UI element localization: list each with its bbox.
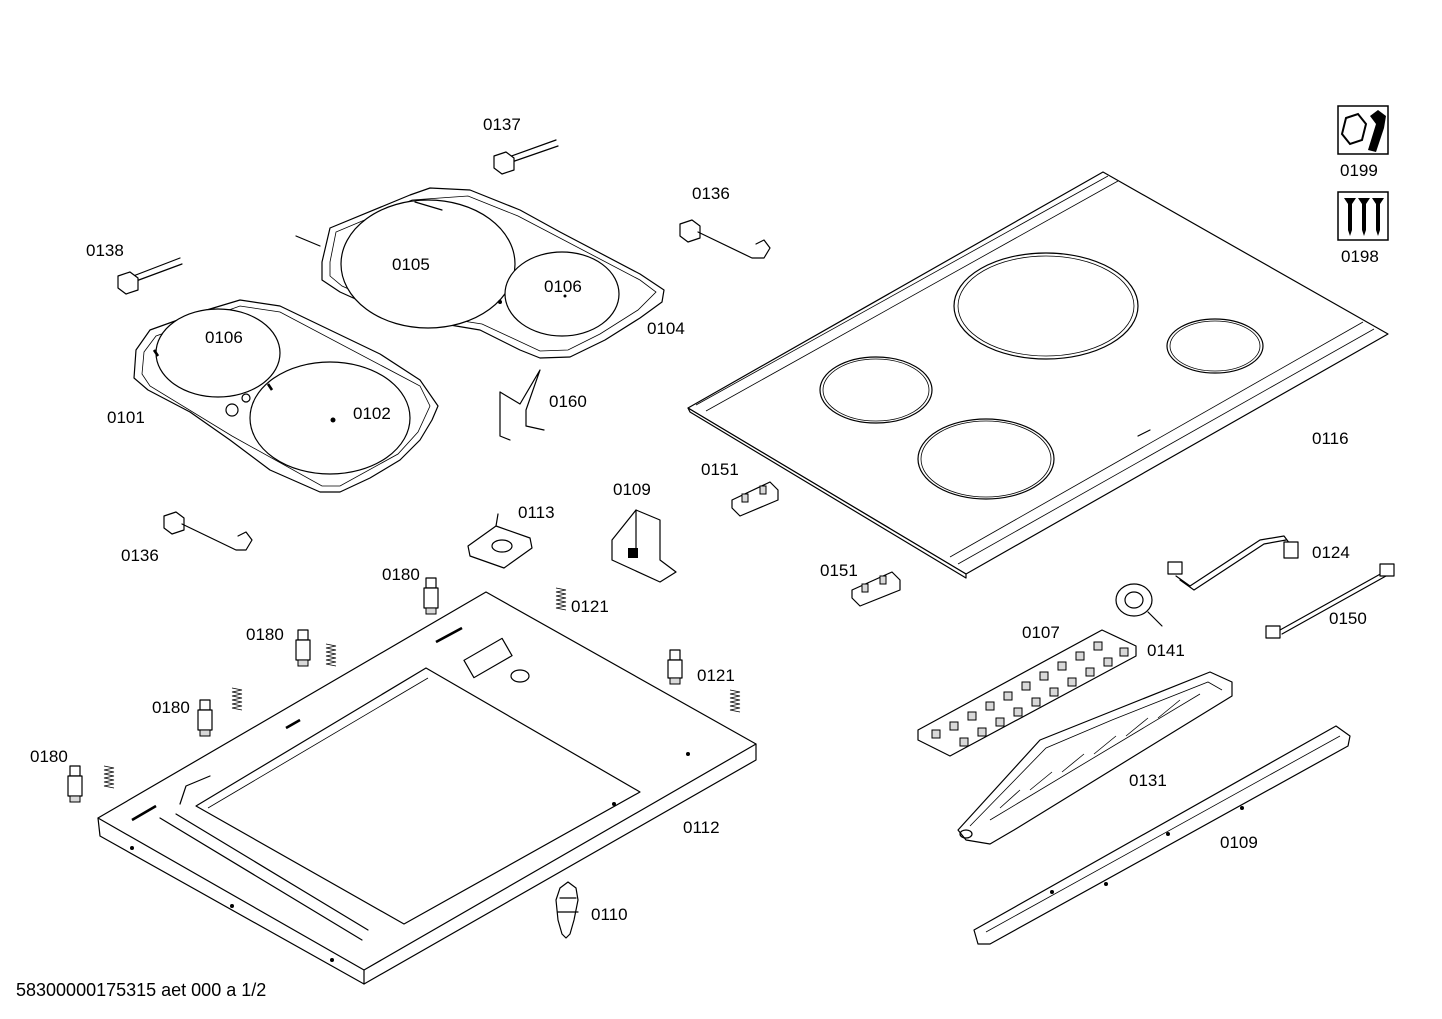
label-0104: 0104: [647, 319, 685, 338]
label-0141: 0141: [1147, 641, 1185, 660]
wrench-nut-icon: [1337, 105, 1389, 155]
foot-0180-b-part[interactable]: [295, 629, 311, 667]
label-0180-b: 0180: [246, 625, 284, 644]
label-0112: 0112: [683, 818, 720, 837]
label-0131: 0131: [1129, 771, 1167, 790]
glass-cooktop-part[interactable]: [687, 171, 1389, 579]
label-0137: 0137: [483, 115, 521, 134]
wire-0150-part[interactable]: [1265, 563, 1395, 639]
foot-0121-part[interactable]: [667, 649, 683, 685]
heating-frame-upper-part[interactable]: [295, 187, 665, 359]
label-0180-d: 0180: [30, 747, 68, 766]
label-0160: 0160: [549, 392, 587, 411]
cable-0136-left-part[interactable]: [163, 511, 253, 551]
rail-0109-part[interactable]: [973, 725, 1351, 945]
wire-0124-part[interactable]: [1167, 535, 1299, 591]
housing-0131-part[interactable]: [957, 671, 1233, 845]
foot-0180-d-part[interactable]: [67, 765, 83, 803]
foot-0180-a-part[interactable]: [423, 577, 439, 615]
bracket-0160-part[interactable]: [499, 369, 545, 441]
label-0102: 0102: [353, 404, 391, 423]
label-0106-left: 0106: [205, 328, 243, 347]
label-0199: 0199: [1340, 161, 1378, 180]
heating-frame-lower-part[interactable]: [133, 299, 439, 493]
bracket-0113-part[interactable]: [467, 513, 533, 569]
label-0106-right: 0106: [544, 277, 582, 296]
label-0110: 0110: [591, 905, 628, 924]
label-0105: 0105: [392, 255, 430, 274]
clip-0151-top-part[interactable]: [731, 481, 779, 517]
label-0109-rail: 0109: [1220, 833, 1258, 852]
label-0151-top: 0151: [701, 460, 739, 479]
label-0116: 0116: [1312, 429, 1349, 448]
label-0121-b: 0121: [697, 666, 735, 685]
label-0101: 0101: [107, 408, 145, 427]
document-id: 58300000175315 aet 000 a 1/2: [16, 980, 267, 1000]
label-0124: 0124: [1312, 543, 1350, 562]
label-0180-a: 0180: [382, 565, 420, 584]
screws-icon: [1337, 191, 1389, 241]
foot-0180-c-part[interactable]: [197, 699, 213, 737]
label-0136-top: 0136: [692, 184, 730, 203]
label-0151-bottom: 0151: [820, 561, 858, 580]
label-0150: 0150: [1329, 609, 1367, 628]
control-board-0107-part[interactable]: [917, 629, 1137, 757]
clip-0110-part[interactable]: [555, 881, 579, 939]
ring-0141-part[interactable]: [1115, 583, 1163, 627]
label-0109-bracket: 0109: [613, 480, 651, 499]
label-0138: 0138: [86, 241, 124, 260]
label-0113: 0113: [518, 503, 555, 522]
springs-part[interactable]: [103, 587, 741, 789]
bracket-0109-part[interactable]: [611, 509, 677, 583]
clip-0151-bottom-part[interactable]: [851, 571, 901, 607]
label-0136-left: 0136: [121, 546, 159, 565]
cable-0137-part[interactable]: [493, 139, 559, 175]
cable-0136-top-part[interactable]: [679, 219, 771, 259]
base-tray-0112-part[interactable]: [97, 591, 757, 985]
label-0121-a: 0121: [571, 597, 609, 616]
label-0198: 0198: [1341, 247, 1379, 266]
label-0107: 0107: [1022, 623, 1060, 642]
part-labels: 0137 0136 0138 0105 0106 0104 0106 0101 …: [30, 115, 1379, 924]
label-0180-c: 0180: [152, 698, 190, 717]
cable-0138-part[interactable]: [117, 257, 183, 295]
